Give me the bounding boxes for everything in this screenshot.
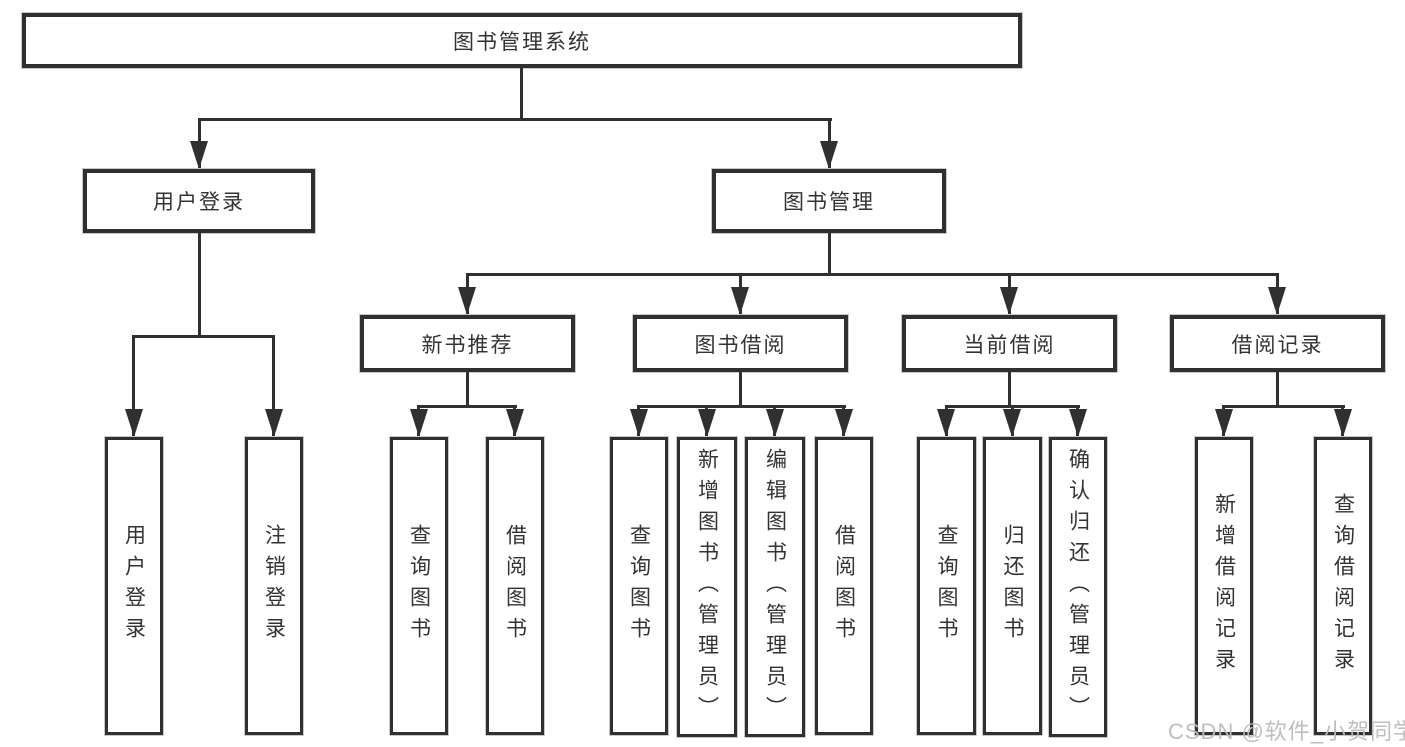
leaf-confirm-return-admin: 确认归还（管理员） <box>1049 437 1107 737</box>
connector-line <box>1008 372 1011 405</box>
arrowhead-down-icon <box>835 409 853 437</box>
arrowhead-down-icon <box>458 287 476 315</box>
arrowhead-down-icon <box>1000 287 1018 315</box>
leaf-add-books-admin-label: 新增图书（管理员） <box>695 447 719 727</box>
borrow-record-label: 借阅记录 <box>1231 333 1324 357</box>
leaf-query-books-borrow-label: 查询图书 <box>627 524 651 648</box>
book-borrow-node: 图书借阅 <box>633 315 848 372</box>
connector-line <box>417 405 517 408</box>
root-node: 图书管理系统 <box>22 13 1022 68</box>
new-book-recommend-label: 新书推荐 <box>421 333 514 357</box>
connector-line <box>198 233 201 335</box>
connector-line <box>466 372 469 405</box>
connector-line <box>466 273 1279 276</box>
arrowhead-down-icon <box>1069 409 1087 437</box>
leaf-query-borrow-record-label: 查询借阅记录 <box>1331 493 1355 679</box>
leaf-user-login-label: 用户登录 <box>122 524 146 648</box>
leaf-add-borrow-record: 新增借阅记录 <box>1195 437 1253 735</box>
connector-line <box>637 405 846 408</box>
root-node-label: 图书管理系统 <box>453 30 591 54</box>
watermark: CSDN @软件_小贺同学 <box>1168 719 1405 744</box>
leaf-query-books-recommend: 查询图书 <box>390 437 448 735</box>
book-borrow-label: 图书借阅 <box>694 333 787 357</box>
leaf-add-books-admin: 新增图书（管理员） <box>677 437 737 737</box>
connector-line <box>1276 372 1279 405</box>
leaf-add-borrow-record-label: 新增借阅记录 <box>1212 493 1236 679</box>
leaf-borrow-books-label: 借阅图书 <box>832 524 856 648</box>
connector-line <box>272 335 275 437</box>
leaf-query-books-current: 查询图书 <box>917 437 976 735</box>
leaf-user-login: 用户登录 <box>105 437 163 735</box>
arrowhead-down-icon <box>190 141 208 169</box>
leaf-query-books-current-label: 查询图书 <box>935 524 958 648</box>
arrowhead-down-icon <box>937 409 955 437</box>
leaf-edit-books-admin: 编辑图书（管理员） <box>745 437 805 737</box>
connector-line <box>1222 405 1345 408</box>
arrowhead-down-icon <box>125 409 143 437</box>
connector-line <box>828 233 831 273</box>
leaf-logout-label: 注销登录 <box>262 524 286 648</box>
arrowhead-down-icon <box>698 409 716 437</box>
book-management-node: 图书管理 <box>712 169 946 233</box>
leaf-query-books-borrow: 查询图书 <box>610 437 668 735</box>
arrowhead-down-icon <box>731 287 749 315</box>
connector-line <box>520 68 523 118</box>
leaf-borrow-books: 借阅图书 <box>815 437 873 735</box>
leaf-edit-books-admin-label: 编辑图书（管理员） <box>763 447 787 727</box>
current-borrow-node: 当前借阅 <box>902 315 1117 372</box>
leaf-query-borrow-record: 查询借阅记录 <box>1314 437 1372 735</box>
book-management-node-label: 图书管理 <box>783 191 875 214</box>
leaf-confirm-return-admin-label: 确认归还（管理员） <box>1066 447 1090 727</box>
arrowhead-down-icon <box>766 409 784 437</box>
connector-line <box>132 335 275 338</box>
arrowhead-down-icon <box>820 141 838 169</box>
connector-line <box>132 335 135 437</box>
leaf-borrow-books-recommend: 借阅图书 <box>486 437 544 735</box>
arrowhead-down-icon <box>1215 409 1233 437</box>
leaf-query-books-recommend-label: 查询图书 <box>407 524 431 648</box>
arrowhead-down-icon <box>630 409 648 437</box>
connector-line <box>739 372 742 405</box>
new-book-recommend-node: 新书推荐 <box>360 315 575 372</box>
arrowhead-down-icon <box>265 409 283 437</box>
arrowhead-down-icon <box>1003 409 1021 437</box>
borrow-record-node: 借阅记录 <box>1170 315 1385 372</box>
leaf-borrow-books-recommend-label: 借阅图书 <box>503 524 527 648</box>
user-login-node-label: 用户登录 <box>153 191 245 214</box>
arrowhead-down-icon <box>410 409 428 437</box>
leaf-return-books-label: 归还图书 <box>1001 524 1024 648</box>
connector-line <box>198 118 832 121</box>
arrowhead-down-icon <box>506 409 524 437</box>
user-login-node: 用户登录 <box>83 169 315 233</box>
arrowhead-down-icon <box>1334 409 1352 437</box>
leaf-logout: 注销登录 <box>245 437 303 735</box>
current-borrow-label: 当前借阅 <box>963 333 1056 357</box>
leaf-return-books: 归还图书 <box>983 437 1042 735</box>
arrowhead-down-icon <box>1268 287 1286 315</box>
